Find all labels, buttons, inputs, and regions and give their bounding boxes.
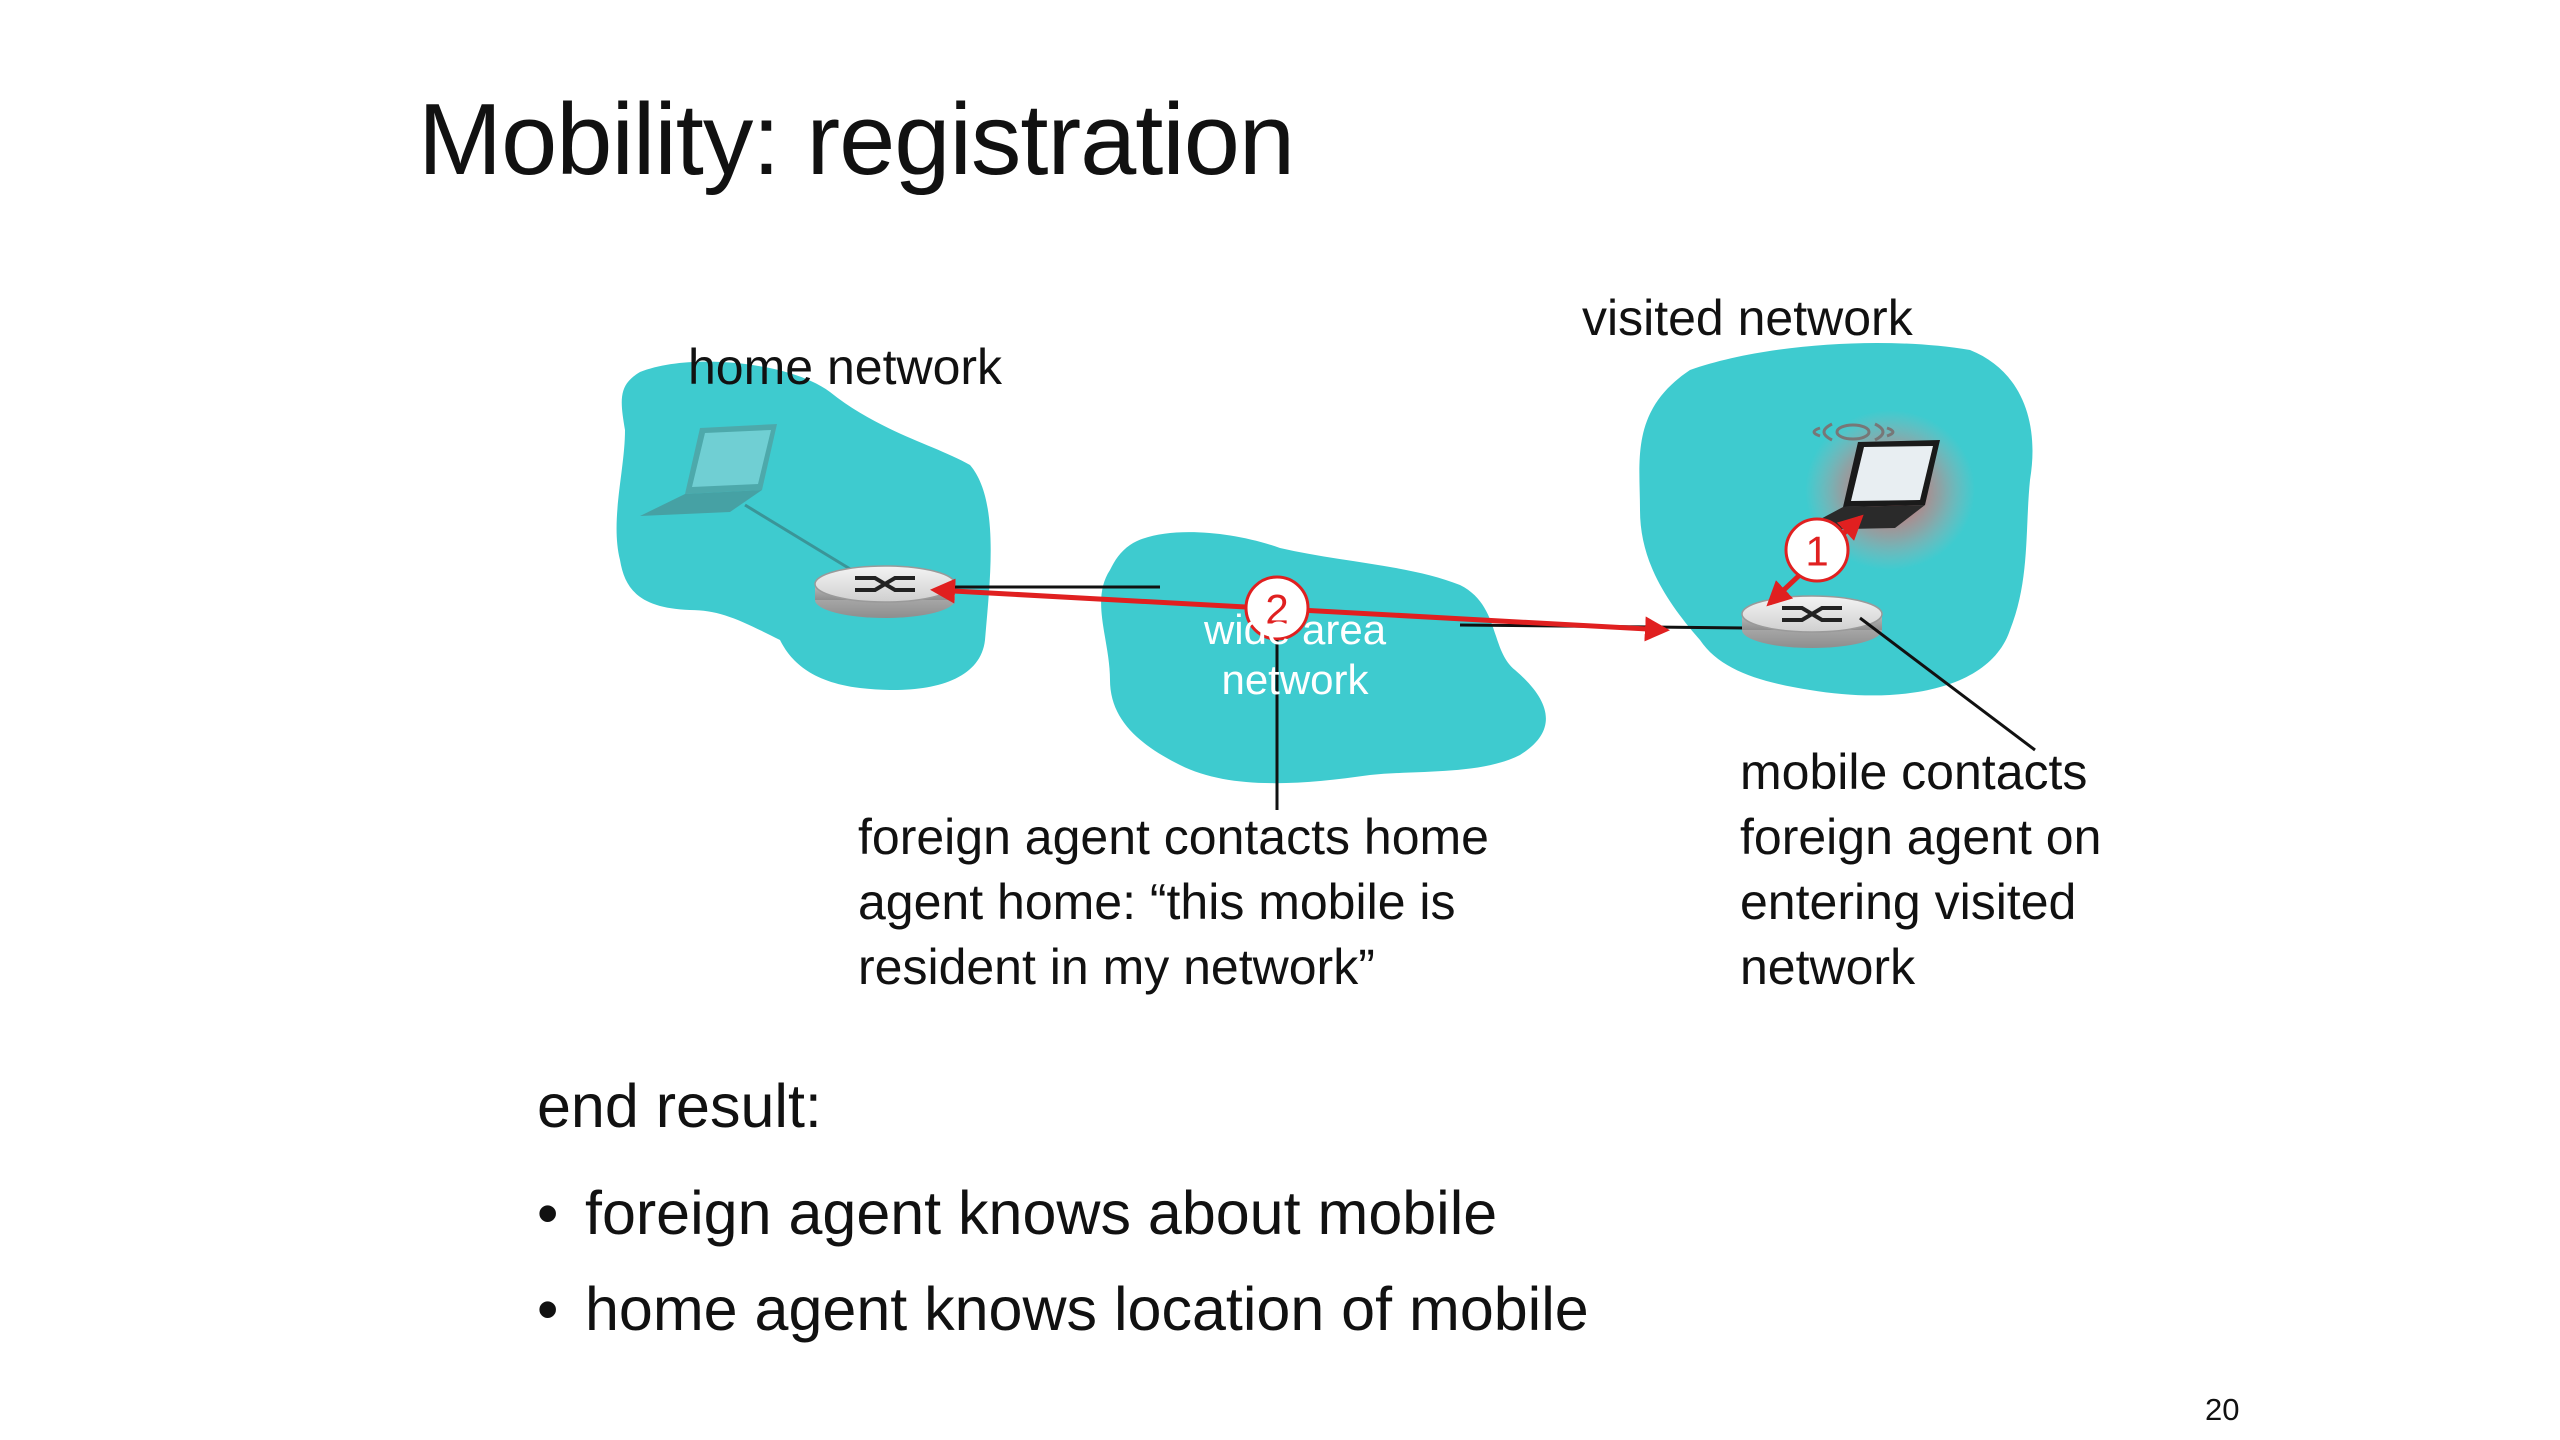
step-1-description-line: network [1740, 939, 1916, 995]
list-item: • foreign agent knows about mobile [537, 1165, 1589, 1261]
wan-label-line-2: network [1221, 656, 1369, 704]
step-2-description-line: agent home: “this mobile is [858, 874, 1456, 930]
wan-label: wide area network [1190, 605, 1400, 706]
bullet-icon: • [537, 1179, 559, 1247]
wan-label-line-1: wide area [1203, 606, 1387, 653]
step-1-callout-line [1859, 616, 2036, 752]
wireless-signal-icon [1812, 422, 1895, 442]
step-2-description-line: resident in my network” [858, 939, 1375, 995]
step-1-number: 1 [1805, 528, 1828, 575]
step-1-description: mobile contacts foreign agent on enterin… [1740, 740, 2101, 1000]
home-network-cloud [616, 361, 991, 691]
visited-network-label: visited network [1582, 290, 1913, 346]
bullet-text: home agent knows location of mobile [585, 1275, 1589, 1343]
home-router-icon [814, 565, 956, 618]
list-item: • home agent knows location of mobile [537, 1261, 1589, 1357]
step-2-number: 2 [1265, 586, 1288, 633]
step-2-description-line: foreign agent contacts home [858, 809, 1489, 865]
step-2-badge: 2 [1244, 575, 1310, 641]
end-result-heading: end result: [537, 1072, 822, 1140]
step-1-description-line: entering visited [1740, 874, 2077, 930]
home-laptop-icon [640, 424, 861, 577]
home-network-label: home network [688, 339, 1003, 395]
page-number: 20 [2205, 1392, 2240, 1427]
step-1-badge: 1 [1784, 517, 1850, 583]
bullet-text: foreign agent knows about mobile [585, 1179, 1498, 1247]
step-1-description-line: foreign agent on [1740, 809, 2102, 865]
end-result-list: • foreign agent knows about mobile • home … [537, 1165, 1589, 1357]
step-2-description: foreign agent contacts home agent home: … [858, 805, 1489, 1000]
step-1-description-line: mobile contacts [1740, 744, 2088, 800]
bullet-icon: • [537, 1275, 559, 1343]
visited-router-icon [1741, 595, 1883, 648]
slide-title: Mobility: registration [418, 84, 1295, 196]
